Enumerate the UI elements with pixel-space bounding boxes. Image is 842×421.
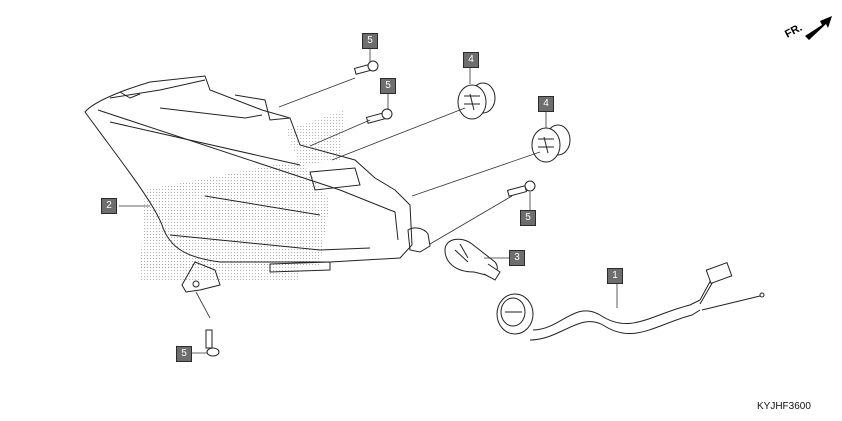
bulb <box>444 238 501 281</box>
callout-5d[interactable]: 5 <box>176 346 192 362</box>
callout-5b[interactable]: 5 <box>380 78 396 94</box>
screw-top-1 <box>353 60 379 75</box>
grommet-1 <box>457 82 496 120</box>
grommet-2 <box>531 124 571 163</box>
callout-5c[interactable]: 5 <box>520 210 536 226</box>
front-direction-arrow-icon <box>805 16 832 40</box>
screw-right <box>506 180 536 197</box>
screw-bottom <box>205 329 220 357</box>
drawing-code: KYJHF3600 <box>757 401 811 412</box>
callout-4b[interactable]: 4 <box>538 96 554 112</box>
leader-lines <box>119 48 618 354</box>
callout-5a[interactable]: 5 <box>362 33 378 49</box>
rear-combination-light-housing <box>84 75 431 293</box>
callout-2[interactable]: 2 <box>101 198 117 214</box>
screw-top-2 <box>365 108 393 124</box>
callout-1[interactable]: 1 <box>607 268 623 284</box>
callout-3[interactable]: 3 <box>509 250 525 266</box>
callout-4a[interactable]: 4 <box>463 52 479 68</box>
socket-harness <box>496 262 765 341</box>
shading <box>140 110 345 282</box>
